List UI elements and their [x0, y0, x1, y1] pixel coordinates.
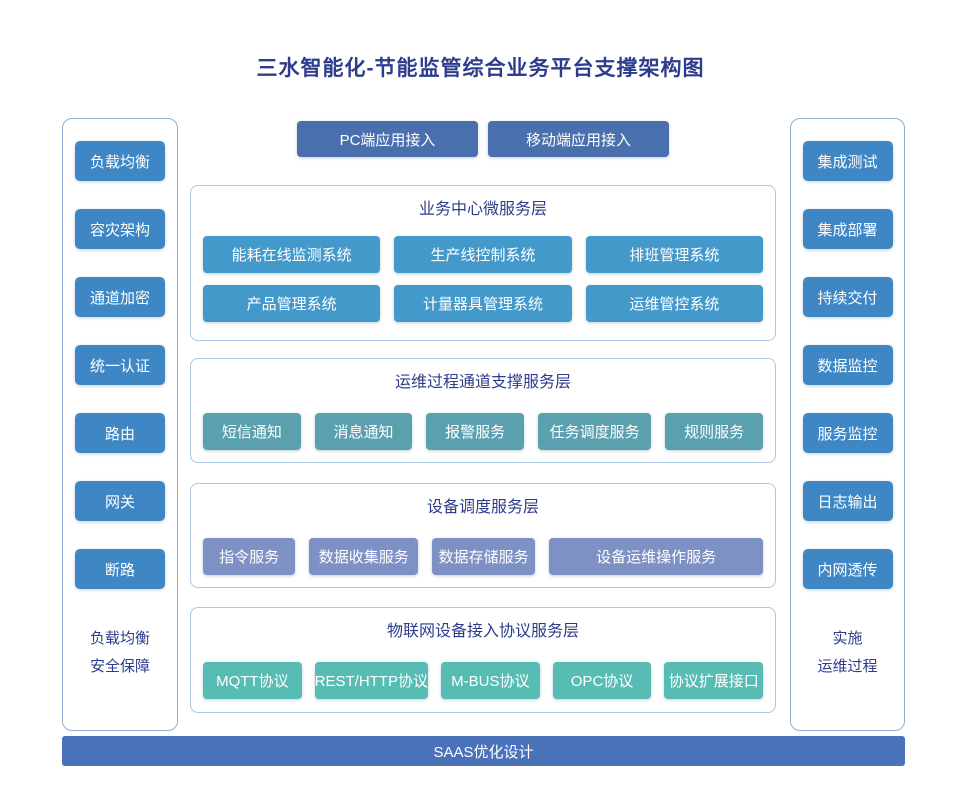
- right-panel-item-integration-deploy: 集成部署: [802, 209, 893, 249]
- left-panel-item-disaster-recovery: 容灾架构: [75, 209, 165, 249]
- service-box-alarm-service: 报警服务: [426, 413, 525, 450]
- caption-line: 负载均衡: [89, 630, 150, 647]
- layer-row: 指令服务 数据收集服务 数据存储服务 设备运维操作服务: [203, 538, 763, 575]
- service-box-metering-instrument-management: 计量器具管理系统: [394, 285, 572, 322]
- right-panel-item-integration-test: 集成测试: [802, 141, 893, 181]
- layer-title: 物联网设备接入协议服务层: [386, 623, 579, 640]
- service-box-data-collection: 数据收集服务: [309, 538, 419, 575]
- service-box-mqtt-protocol: MQTT协议: [203, 662, 302, 699]
- service-box-command-service: 指令服务: [203, 538, 296, 575]
- service-box-rest-http-protocol: REST/HTTP协议: [314, 662, 429, 699]
- layer-title: 业务中心微服务层: [418, 201, 547, 218]
- left-panel-item-circuit-break: 断路: [75, 549, 165, 589]
- service-box-product-management: 产品管理系统: [203, 285, 381, 322]
- service-box-energy-monitoring: 能耗在线监测系统: [203, 236, 381, 273]
- right-panel-item-log-output: 日志输出: [802, 481, 893, 521]
- service-box-ops-control: 运维管控系统: [585, 285, 763, 322]
- caption-line: 安全保障: [89, 658, 150, 675]
- mobile-app-access-box: 移动端应用接入: [488, 121, 669, 157]
- left-panel-item-gateway: 网关: [75, 481, 165, 521]
- saas-bottom-bar: SAAS优化设计: [62, 736, 905, 766]
- pc-app-access-box: PC端应用接入: [297, 121, 478, 157]
- right-panel-item-intranet-passthrough: 内网透传: [802, 549, 893, 589]
- layer-ops-channel-support: 运维过程通道支撑服务层 短信通知 消息通知 报警服务 任务调度服务 规则服务: [190, 358, 776, 463]
- layer-row: 能耗在线监测系统 生产线控制系统 排班管理系统: [203, 236, 763, 273]
- service-box-message-notify: 消息通知: [314, 413, 413, 450]
- left-panel-item-channel-encryption: 通道加密: [75, 277, 165, 317]
- right-panel-item-continuous-delivery: 持续交付: [802, 277, 893, 317]
- layer-title: 运维过程通道支撑服务层: [394, 374, 571, 391]
- page-title: 三水智能化-节能监管综合业务平台支撑架构图: [256, 57, 705, 80]
- right-panel-item-service-monitoring: 服务监控: [802, 413, 893, 453]
- left-panel-caption: 负载均衡 安全保障: [90, 625, 150, 681]
- service-box-shift-management: 排班管理系统: [585, 236, 763, 273]
- layer-row: 产品管理系统 计量器具管理系统 运维管控系统: [203, 285, 763, 322]
- service-box-sms-notify: 短信通知: [203, 413, 301, 450]
- service-box-mbus-protocol: M-BUS协议: [441, 662, 540, 699]
- layer-title: 设备调度服务层: [426, 499, 539, 516]
- service-box-device-ops-operation: 设备运维操作服务: [549, 538, 763, 575]
- service-box-production-line-control: 生产线控制系统: [394, 236, 572, 273]
- layer-iot-protocol-access: 物联网设备接入协议服务层 MQTT协议 REST/HTTP协议 M-BUS协议 …: [190, 607, 776, 713]
- right-panel: 集成测试 集成部署 持续交付 数据监控 服务监控 日志输出 内网透传 实施 运维…: [790, 118, 905, 731]
- left-panel-item-load-balance: 负载均衡: [75, 141, 165, 181]
- layer-row: MQTT协议 REST/HTTP协议 M-BUS协议 OPC协议 协议扩展接口: [203, 662, 764, 699]
- left-panel-item-unified-auth: 统一认证: [75, 345, 165, 385]
- layer-device-scheduling: 设备调度服务层 指令服务 数据收集服务 数据存储服务 设备运维操作服务: [190, 483, 776, 588]
- service-box-task-scheduling: 任务调度服务: [538, 413, 652, 450]
- layer-business-microservices: 业务中心微服务层 能耗在线监测系统 生产线控制系统 排班管理系统 产品管理系统 …: [190, 185, 776, 341]
- service-box-protocol-extension: 协议扩展接口: [664, 662, 764, 699]
- service-box-data-storage: 数据存储服务: [432, 538, 536, 575]
- caption-line: 实施: [832, 630, 863, 647]
- left-panel: 负载均衡 容灾架构 通道加密 统一认证 路由 网关 断路 负载均衡 安全保障: [62, 118, 178, 731]
- right-panel-caption: 实施 运维过程: [817, 625, 877, 681]
- right-panel-item-data-monitoring: 数据监控: [802, 345, 893, 385]
- service-box-rule-service: 规则服务: [665, 413, 763, 450]
- service-box-opc-protocol: OPC协议: [552, 662, 652, 699]
- left-panel-item-routing: 路由: [75, 413, 165, 453]
- layer-row: 短信通知 消息通知 报警服务 任务调度服务 规则服务: [203, 413, 763, 450]
- app-access-row: PC端应用接入 移动端应用接入: [190, 121, 776, 157]
- caption-line: 运维过程: [817, 658, 878, 675]
